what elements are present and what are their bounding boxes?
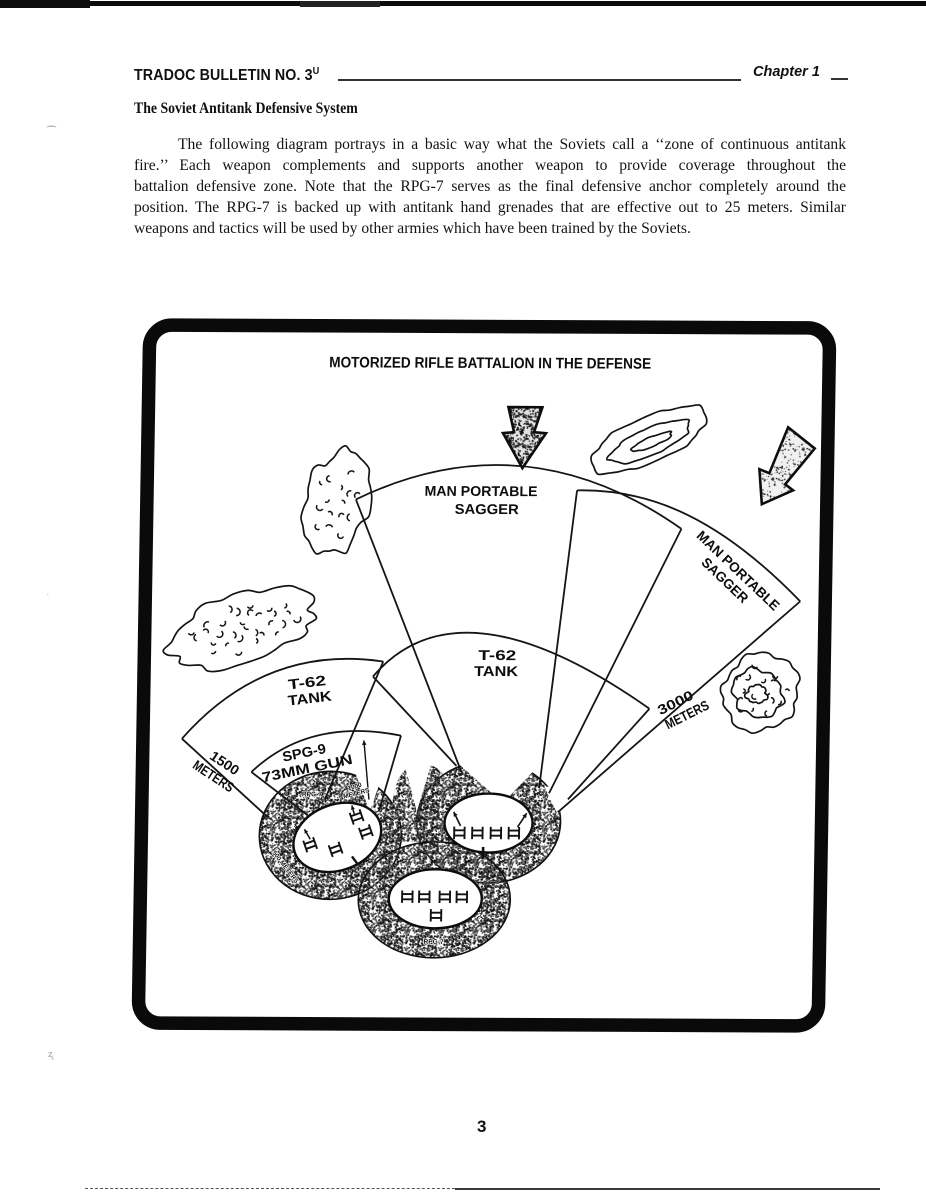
svg-text:1000: 1000	[347, 782, 363, 793]
svg-text:MOTORIZED RIFLE BATTALION IN T: MOTORIZED RIFLE BATTALION IN THE DEFENSE	[329, 354, 651, 372]
svg-text:TANK: TANK	[287, 688, 333, 709]
svg-text:TANK: TANK	[474, 664, 519, 680]
svg-text:SAGGER: SAGGER	[455, 502, 519, 518]
svg-text:RPG-7: RPG-7	[302, 791, 323, 798]
svg-text:RPG-7: RPG-7	[423, 939, 444, 946]
svg-text:MAN PORTABLE: MAN PORTABLE	[424, 484, 537, 500]
svg-text:T-62: T-62	[287, 673, 327, 693]
svg-text:T-62: T-62	[478, 648, 516, 664]
